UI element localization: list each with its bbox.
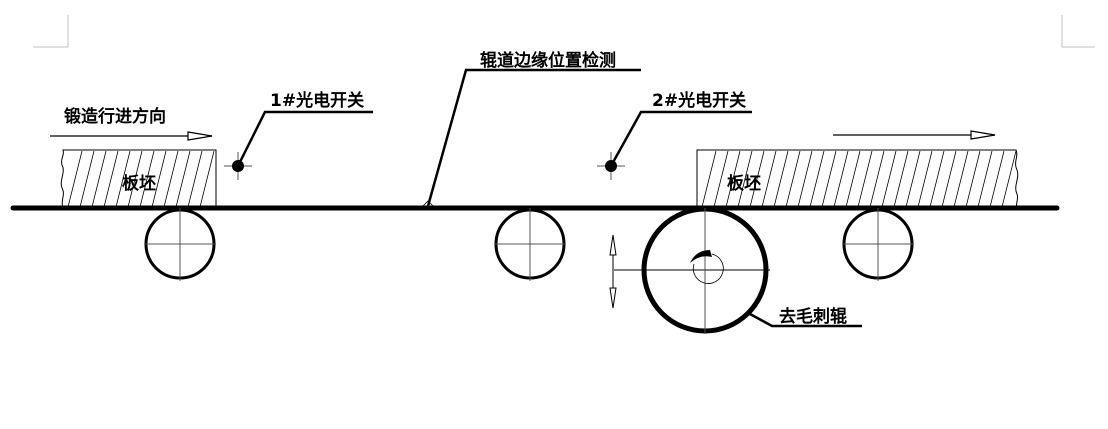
hatch-line	[151, 150, 167, 208]
edge-detection-label: 辊道边缘位置检测	[480, 50, 616, 71]
hatch-line	[845, 150, 861, 208]
hatch-line	[175, 150, 191, 208]
hatch-line	[977, 150, 993, 208]
photo-switch-2-label: 2#光电开关	[652, 90, 746, 111]
hatch-line	[761, 150, 777, 208]
hatch-line	[187, 150, 203, 208]
hatch-line	[785, 150, 801, 208]
hatch-line	[833, 150, 849, 208]
hatch-line	[139, 150, 155, 208]
hatch-line	[917, 150, 933, 208]
photo-switch-1	[224, 110, 373, 180]
roller-middle	[494, 208, 566, 281]
direction-arrow-left	[50, 131, 213, 141]
photo-switch-1-label: 1#光电开关	[270, 90, 364, 111]
hatch-line	[199, 150, 215, 208]
hatch-line	[809, 150, 825, 208]
hatch-line	[163, 150, 179, 208]
roller-right	[842, 208, 914, 281]
page-corner-marks	[33, 15, 1095, 48]
hatch-line	[953, 150, 969, 208]
hatch-line	[893, 150, 909, 208]
forging-direction-label: 锻造行进方向	[64, 106, 166, 127]
slab-right-label: 板坯	[727, 173, 761, 194]
hatch-line	[127, 150, 143, 208]
hatch-line	[737, 150, 753, 208]
hatch-line	[929, 150, 945, 208]
hatch-line	[67, 150, 83, 208]
hatch-line	[989, 150, 1005, 208]
hatch-line	[797, 150, 813, 208]
edge-detection-leader	[420, 68, 641, 209]
deburring-roller-label: 去毛刺辊	[779, 306, 847, 327]
hatch-line	[881, 150, 897, 208]
slab-left	[60, 149, 217, 209]
deburring-roller	[614, 206, 770, 334]
hatch-line	[725, 150, 741, 208]
hatch-line	[713, 150, 729, 208]
photo-switch-2	[597, 110, 752, 180]
slab-left-label: 板坯	[122, 173, 156, 194]
hatch-line	[103, 150, 119, 208]
hatch-line	[79, 150, 95, 208]
hatch-line	[1001, 150, 1017, 208]
slab-right	[696, 149, 1019, 209]
hatch-line	[857, 150, 873, 208]
hatch-line	[773, 150, 789, 208]
deburring-roller-leader	[749, 312, 862, 328]
hatch-line	[749, 150, 765, 208]
rotation-arrow-icon	[692, 253, 724, 284]
hatch-line	[115, 150, 131, 208]
hatch-line	[941, 150, 957, 208]
hatch-line	[701, 150, 717, 208]
hatch-line	[965, 150, 981, 208]
roller-left	[144, 208, 216, 281]
hatch-line	[869, 150, 885, 208]
hatch-line	[905, 150, 921, 208]
hatch-line	[91, 150, 107, 208]
vertical-adjust-arrow	[609, 234, 617, 309]
direction-arrow-right	[833, 130, 996, 140]
hatch-line	[821, 150, 837, 208]
